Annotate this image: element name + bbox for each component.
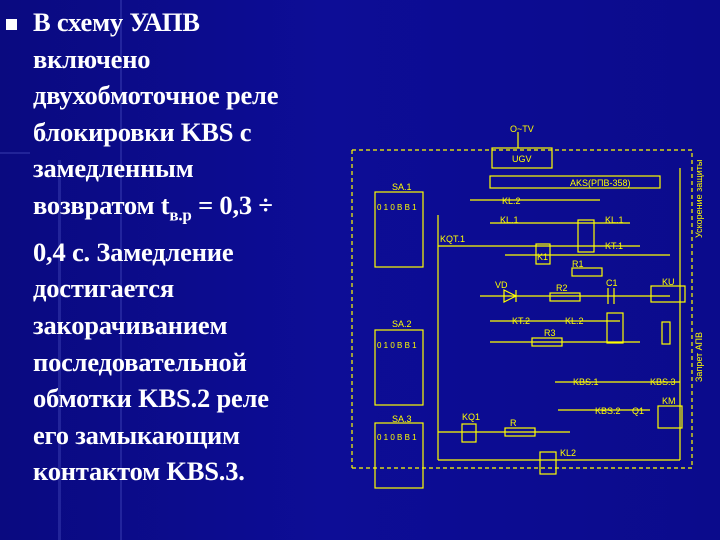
label-kt1: KT.1: [605, 241, 623, 251]
label-r3: R3: [544, 328, 556, 338]
label-kbs3: KBS.3: [650, 377, 676, 387]
text-line: блокировки KBS с: [33, 116, 252, 147]
label-kl2c: KL2: [560, 448, 576, 458]
text-line: его замыкающим: [33, 419, 240, 450]
sa3-box: [374, 422, 424, 489]
formula-subscript: в.р: [169, 205, 192, 225]
k1-box: [535, 243, 551, 265]
sa1-box: [374, 191, 424, 268]
label-km: KM: [662, 396, 676, 406]
square-bullet-icon: [6, 19, 17, 30]
label-kt2: KT.2: [512, 316, 530, 326]
label-kl2a: KL.2: [502, 196, 521, 206]
text-line: последовательной: [33, 346, 247, 377]
label-vd: VD: [495, 280, 508, 290]
kl2-bottom-coil: [539, 451, 557, 475]
label-sa3-positions: 0 1 0 В В 1: [377, 433, 417, 442]
label-r1: R1: [572, 259, 584, 269]
c1-capacitor: [607, 288, 615, 304]
label-ku: KU: [662, 277, 675, 287]
label-supply: O~TV: [510, 124, 534, 134]
circuit-diagram: O~TV UGV AKS(РПВ-358) SA.1 0 1 0 В В 1 S…: [351, 124, 704, 489]
label-sa2-positions: 0 1 0 В В 1: [377, 341, 417, 350]
label-sa2: SA.2: [392, 319, 412, 329]
label-kbs2: KBS.2: [595, 406, 621, 416]
formula-line: возвратом tв.р = 0,3 ÷: [33, 189, 273, 224]
ugv-box: [491, 147, 553, 169]
kl2-coil: [606, 312, 624, 344]
side-resistor: [661, 321, 671, 345]
label-side-top: Ускорение защиты: [694, 160, 704, 238]
formula-rest: = 0,3 ÷: [191, 189, 273, 220]
text-line: контактом KBS.3.: [33, 456, 245, 487]
aks-box: [489, 175, 661, 189]
label-r2: R2: [556, 283, 568, 293]
r-box: [504, 427, 536, 437]
text-line: замедленным: [33, 153, 194, 184]
text-line: 0,4 с. Замедление: [33, 236, 234, 267]
label-k1: K1: [537, 252, 548, 262]
text-line: обмотки KBS.2 реле: [33, 383, 269, 414]
label-kl1b: KL.1: [605, 215, 624, 225]
text-line: В схему УАПВ: [33, 7, 200, 37]
label-r: R: [510, 418, 517, 428]
r2-box: [549, 292, 581, 302]
label-sa3: SA.3: [392, 414, 412, 424]
vd-diode: [503, 289, 518, 303]
label-kbs1: KBS.1: [573, 377, 599, 387]
label-aks: AKS(РПВ-358): [570, 178, 631, 188]
text-line: достигается: [33, 273, 174, 304]
slide-text: В схему УАПВ включено двухобмоточное рел…: [33, 4, 353, 490]
label-sa1: SA.1: [392, 182, 412, 192]
label-kqt1: KQT.1: [440, 234, 465, 244]
r1-box: [571, 267, 603, 277]
kq1-box: [461, 423, 477, 443]
diagram-labels: O~TV UGV AKS(РПВ-358) SA.1 0 1 0 В В 1 S…: [377, 124, 704, 458]
sa2-box: [374, 329, 424, 406]
text-line: включено: [33, 43, 151, 74]
r3-box: [531, 337, 563, 347]
diagram-wires: [351, 132, 693, 489]
text-line: возвратом t: [33, 189, 170, 220]
km-coil: [657, 405, 683, 429]
label-side-bottom: Запрет АПВ: [694, 332, 704, 382]
decorative-line: [120, 0, 122, 540]
text-line: закорачиванием: [33, 310, 228, 341]
ku-coil: [650, 285, 686, 303]
label-kl2b: KL.2: [565, 316, 584, 326]
label-q1: Q1: [632, 406, 644, 416]
decorative-line: [0, 152, 30, 154]
text-line: двухобмоточное реле: [33, 80, 279, 111]
label-kl1a: KL.1: [500, 215, 519, 225]
decorative-line: [58, 160, 61, 540]
kl1-coil: [577, 219, 595, 253]
label-sa1-positions: 0 1 0 В В 1: [377, 203, 417, 212]
label-ugv: UGV: [512, 154, 532, 164]
label-kq1: KQ1: [462, 412, 480, 422]
label-c1: C1: [606, 278, 618, 288]
frame-top: [352, 149, 693, 468]
